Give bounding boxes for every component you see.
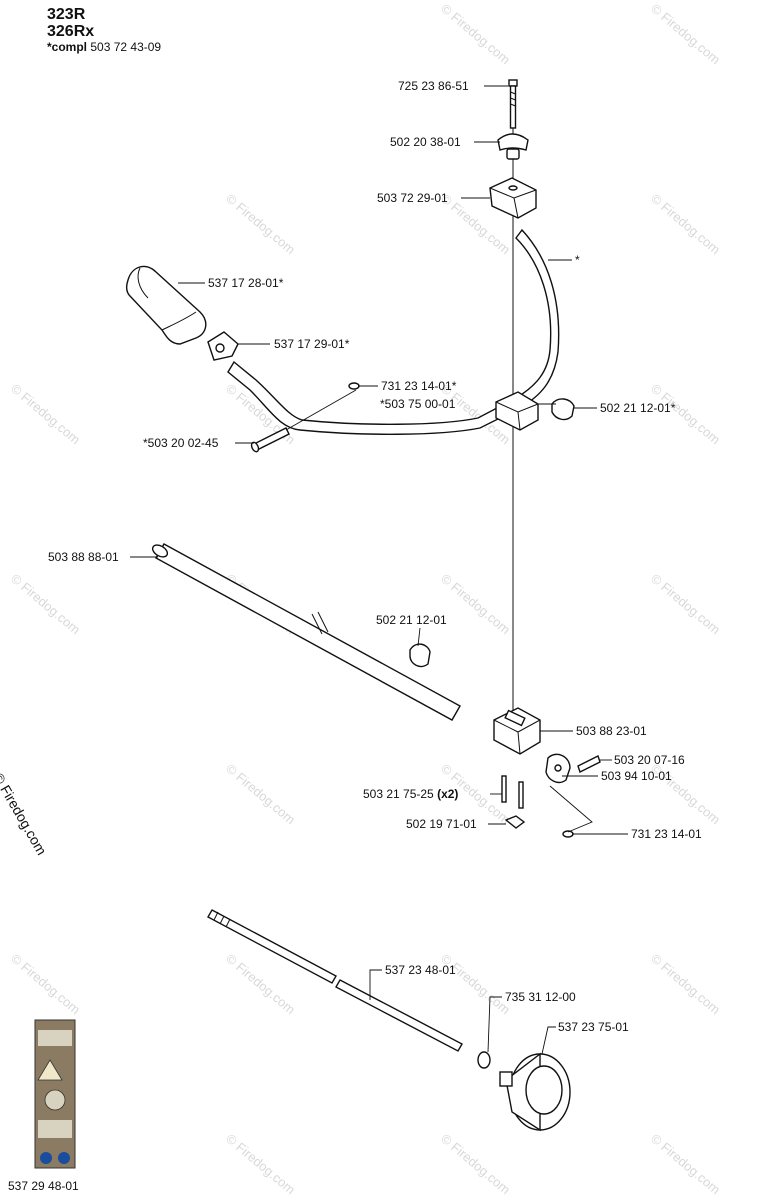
washer-part [348,382,360,390]
watermark: © Firedog.com [648,571,723,637]
part-label: 537 23 75-01 [558,1020,629,1034]
handle-clamp-part [489,177,537,219]
part-label: 537 17 29-01* [274,337,350,351]
part-label: 537 29 48-01 [8,1179,79,1193]
part-label: *503 75 00-01 [380,397,456,411]
part-label: 502 19 71-01 [406,817,477,831]
warning-decal-part [34,1019,76,1169]
clutch-drum-part [499,1052,571,1132]
watermark: © Firedog.com [438,1,513,67]
part-label: 503 88 88-01 [48,550,119,564]
wing-knob-part [497,133,529,160]
part-label: 725 23 86-51 [398,79,469,93]
screw-part [250,427,290,453]
nut-part [504,815,526,829]
watermark: © Firedog.com [223,951,298,1017]
part-label: *503 20 02-45 [143,436,219,450]
knob-part [551,398,575,421]
watermark: © Firedog.com [648,1,723,67]
watermark: © Firedog.com [8,381,83,447]
watermark: © Firedog.com [223,191,298,257]
watermark: © Firedog.com [438,951,513,1017]
part-number: 503 21 75-25 [363,787,434,801]
handle-block-part [495,391,539,431]
knob-part [409,643,431,668]
handle-grip-part [125,265,207,345]
part-label: 503 94 10-01 [601,769,672,783]
watermark: © Firedog.com [223,761,298,827]
part-label: 502 21 12-01* [600,401,676,415]
handlebar-part [227,228,560,435]
compl-prefix: *compl [47,40,88,54]
watermark: © Firedog.com [223,1131,298,1197]
watermark-layer: © Firedog.com © Firedog.com © Firedog.co… [8,1,723,1197]
part-label: * [575,253,580,267]
part-label: 731 23 14-01 [631,827,702,841]
part-label: 503 20 07-16 [614,753,685,767]
part-label: 537 23 48-01 [385,963,456,977]
part-label: 503 88 23-01 [576,724,647,738]
model-number-2: 326Rx [47,23,95,40]
part-label: 502 20 38-01 [390,135,461,149]
watermark: © Firedog.com [648,1131,723,1197]
part-label: 731 23 14-01* [381,379,457,393]
bolt-part [508,79,518,129]
part-labels: 725 23 86-51 502 20 38-01 503 72 29-01 *… [8,79,702,1193]
clip-part [545,753,571,784]
screw-part [501,775,507,803]
shaft-clamp-part [493,707,541,755]
model-number-1: 323R [47,6,86,23]
watermark: © Firedog.com [8,951,83,1017]
diagram-header: 323R 326Rx *compl 503 72 43-09 [47,6,161,54]
watermark: © Firedog.com [438,1131,513,1197]
watermark: © Firedog.com [438,571,513,637]
part-label: 503 21 75-25 (x2) [363,787,458,801]
ring-part [477,1051,491,1069]
shaft-tube-part [151,543,461,721]
drive-shaft-part [207,909,463,1052]
grip-clamp-part [207,331,239,361]
screw-part [577,755,601,773]
part-label: 503 72 29-01 [377,191,448,205]
watermark: © Firedog.com [648,191,723,257]
watermark: © Firedog.com [648,951,723,1017]
quantity-note: (x2) [437,787,458,801]
watermark: © Firedog.com [8,571,83,637]
screw-part [518,781,524,809]
compl-number: 503 72 43-09 [90,40,162,54]
complete-assembly-note: *compl 503 72 43-09 [47,40,161,54]
part-label: 502 21 12-01 [376,613,447,627]
leader-lines [130,85,628,1055]
part-label: 537 17 28-01* [208,276,284,290]
part-label: 735 31 12-00 [505,990,576,1004]
